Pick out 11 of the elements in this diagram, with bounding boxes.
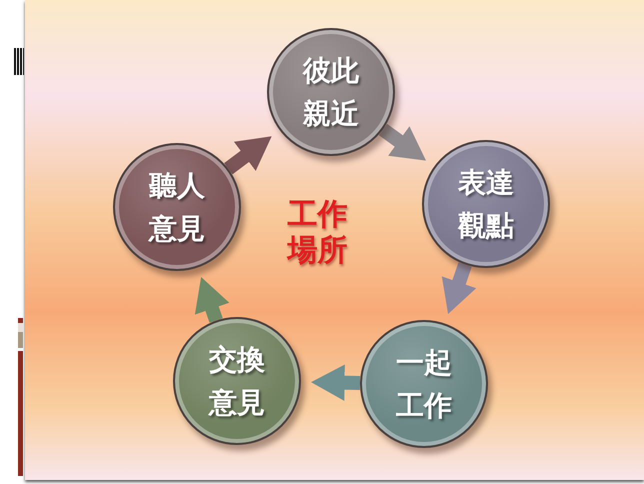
node-label: 一起工作 <box>395 344 453 424</box>
node-label: 彼此親近 <box>302 52 360 132</box>
block-arrow <box>224 136 272 174</box>
block-arrow <box>442 262 476 314</box>
node-label: 聽人意見 <box>147 168 206 247</box>
node-label: 交換意見 <box>207 342 266 421</box>
node-label: 表達觀點 <box>456 164 515 244</box>
block-arrow <box>311 364 360 401</box>
block-arrow <box>378 124 426 161</box>
block-arrow <box>194 276 230 323</box>
center-title: 工作場所 <box>286 197 348 269</box>
